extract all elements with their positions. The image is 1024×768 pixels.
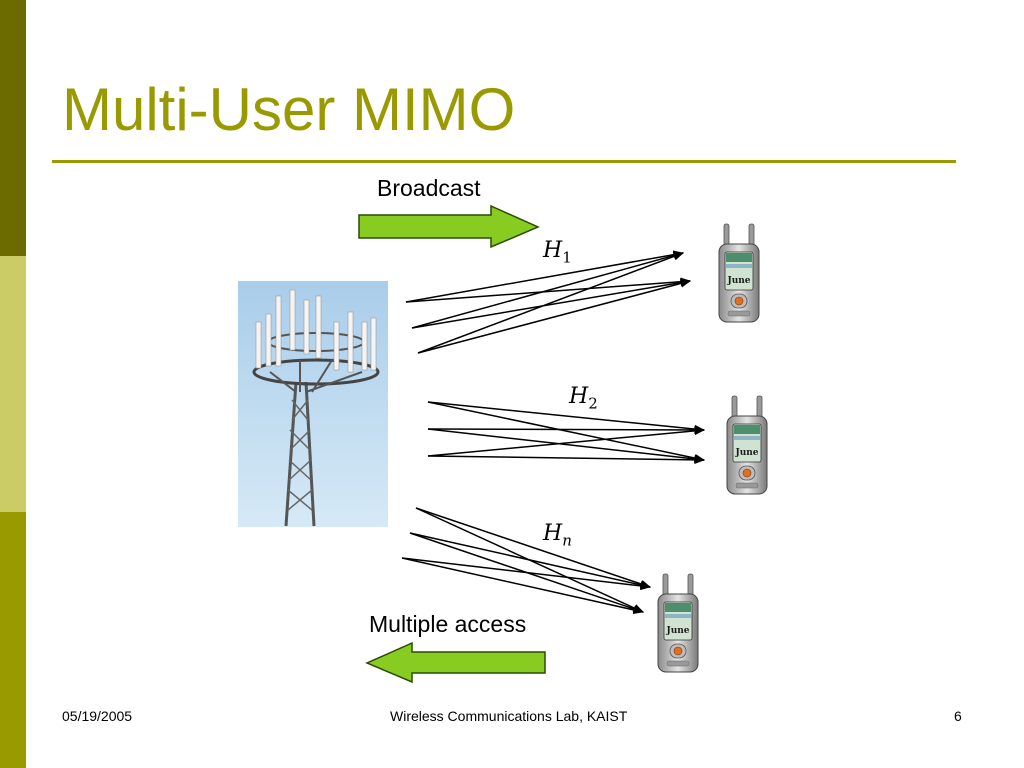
slide-title: Multi-User MIMO <box>62 76 516 143</box>
channel-label-n: Hn <box>543 521 572 549</box>
channel-label-1: H1 <box>543 238 572 266</box>
footer-page-number: 6 <box>954 708 962 724</box>
multiple-access-label: Multiple access <box>369 611 527 637</box>
channel-lines-user-1 <box>405 250 692 354</box>
phone-screen-text: June <box>734 448 758 458</box>
footer-date: 05/19/2005 <box>62 708 133 724</box>
broadcast-label: Broadcast <box>377 175 481 201</box>
title-rule <box>52 160 956 163</box>
channel-label-2: H2 <box>569 384 598 412</box>
channel-base: H <box>569 384 589 409</box>
sidebar-block-mid <box>0 512 26 768</box>
sidebar-block-dark <box>0 0 26 256</box>
cell-tower-image <box>238 281 388 527</box>
right-arrow-icon <box>358 204 540 249</box>
phone-screen-text: June <box>726 276 750 286</box>
channel-lines-user-n <box>401 507 652 615</box>
channel-base: H <box>543 521 563 546</box>
channel-subscript: 1 <box>562 248 572 267</box>
channel-subscript: 2 <box>588 394 598 413</box>
footer-center-text: Wireless Communications Lab, KAIST <box>390 708 628 724</box>
channel-subscript: n <box>562 531 572 550</box>
mobile-phone-icon: June <box>726 395 768 495</box>
channel-base: H <box>543 238 563 263</box>
mobile-phone-icon: June <box>657 573 699 673</box>
phone-screen-text: June <box>665 626 689 636</box>
channel-lines-user-2 <box>427 401 706 465</box>
sidebar-stripe <box>0 0 26 768</box>
left-arrow-icon <box>365 641 546 684</box>
sidebar-block-light <box>0 256 26 512</box>
mobile-phone-icon: June <box>718 223 760 323</box>
